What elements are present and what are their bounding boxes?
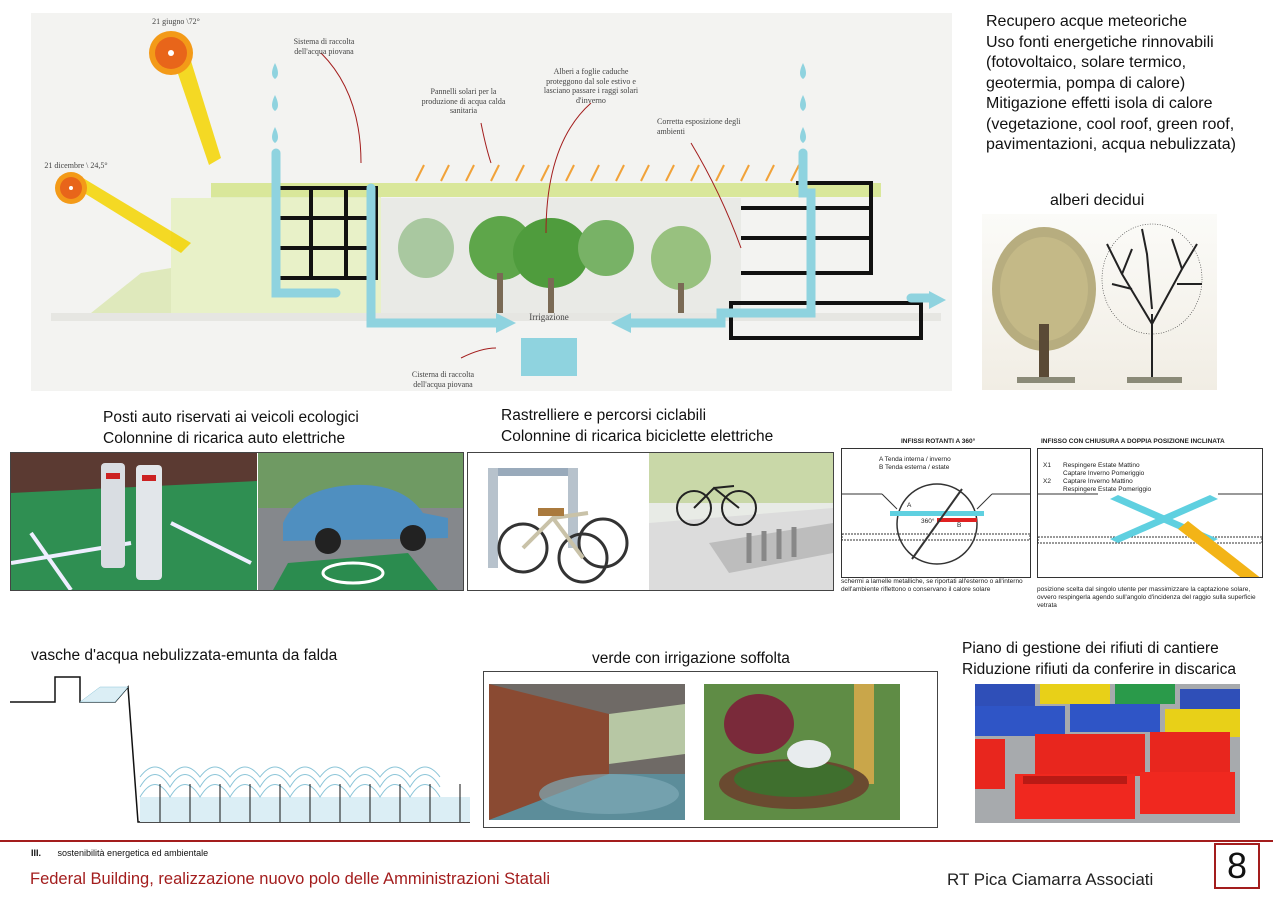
bikes-title-line2: Colonnine di ricarica biciclette elettri… [501,428,774,445]
waste-title-line2: Riduzione rifiuti da conferire in discar… [962,661,1236,678]
rotating-window-title: INFISSI ROTANTI A 360° [901,438,976,445]
rotating-label-b: B [957,522,962,529]
trees [398,216,711,313]
tilting-x2-a: Captare Inverno Mattino [1063,478,1133,485]
deciduous-trees-label: Alberi a foglie caduche proteggono dal s… [543,67,639,105]
tilting-x1-b: Captare Inverno Pomeriggio [1063,470,1145,477]
waste-containers-photo [975,684,1240,823]
bikes-title-line1: Rastrelliere e percorsi ciclabili [501,407,707,424]
rotating-window-diagram [841,448,1031,578]
bike-rack-photo [649,453,833,590]
ev-title: Posti auto riservati ai veicoli ecologic… [103,407,403,449]
exposure-label: Corretta esposizione degli ambienti [657,117,741,136]
trees-title: alberi decidui [1050,192,1145,209]
ev-photos [10,452,464,591]
tilting-x2-b: Respingere Estate Pomeriggio [1063,486,1152,493]
strategy-line: Mitigazione effetti isola di calore [986,95,1213,112]
tilting-x1-a: Respingere Estate Mattino [1063,462,1140,469]
irrigation-label: Irrigazione [529,312,569,322]
project-title: Federal Building, realizzazione nuovo po… [30,870,551,888]
ev-title-line2: Colonnine di ricarica auto elettriche [103,430,346,447]
electric-car-photo [258,453,463,590]
cistern-label: Cisterna di raccolta dell'acqua piovana [411,370,475,389]
rotating-legend-b: B Tenda esterna / estate [879,464,950,471]
water-title: vasche d'acqua nebulizzata-emunta da fal… [31,647,338,664]
garden-irrigation-photo [704,684,900,820]
ev-title-line1: Posti auto riservati ai veicoli ecologic… [103,409,359,426]
rotating-legend-a: A Tenda interna / inverno [879,456,951,463]
charging-station-photo [11,453,257,590]
section-drawing [51,31,946,376]
tilting-x2: X2 [1043,478,1051,485]
tilting-x1: X1 [1043,462,1051,469]
water-wall-photo [489,684,685,820]
tilting-window-title: INFISSO CON CHIUSURA A DOPPIA POSIZIONE … [1041,438,1225,445]
strategy-line: geotermia, pompa di calore) [986,74,1186,92]
firm-name: RT Pica Ciamarra Associati [947,870,1154,889]
sun-june-label: 21 giugno \72° [152,17,200,26]
footer-section: III. sostenibilità energetica ed ambient… [31,848,208,858]
bikes-title: Rastrelliere e percorsi ciclabili Colonn… [501,405,821,447]
sun-december-label: 21 dicembre \ 24,5° [44,161,108,170]
tilting-window-diagram [1037,448,1263,583]
rotating-label-a: A [907,502,912,509]
strategy-line: Uso fonti energetiche rinnovabili [986,33,1214,51]
section-title: sostenibilità energetica ed ambientale [57,848,209,858]
rotating-caption: schermi a lamelle metalliche, se riporta… [841,578,1023,593]
rain-collection-label: Sistema di raccolta dell'acqua piovana [293,37,355,56]
strategy-line: pavimentazioni, acqua nebulizzata) [986,136,1236,153]
green-title: verde con irrigazione soffolta [592,650,790,667]
green-photos [483,671,938,828]
windows-diagrams: INFISSI ROTANTI A 360° INFISSO CON CHIUS… [841,436,1263,616]
section-number: III. [31,848,42,858]
footer-rule [0,840,1273,842]
bikes-photos [467,452,834,591]
bike-charging-rack-photo [468,453,648,590]
strategy-line: (fotovoltaico, solare termico, [986,54,1187,71]
water-basin-diagram [10,672,470,830]
strategy-line: Recupero acque meteoriche [986,13,1188,30]
page-number: 8 [1214,843,1260,889]
strategy-line: (vegetazione, cool roof, green roof, [986,115,1235,133]
waste-title-line1: Piano di gestione dei rifiuti di cantier… [962,640,1219,657]
waste-title: Piano di gestione dei rifiuti di cantier… [962,638,1267,680]
section-diagram: 21 giugno \72° 21 dicembre \ 24,5° Siste… [31,13,952,391]
deciduous-trees-image [982,214,1217,390]
rotating-angle: 360° [921,518,935,525]
tilting-caption: posizione scelta dal singolo utente per … [1037,586,1256,609]
strategies-list: Recupero acque meteoriche Uso fonti ener… [986,12,1271,156]
solar-panels-label: Pannelli solari per la produzione di acq… [421,87,506,115]
